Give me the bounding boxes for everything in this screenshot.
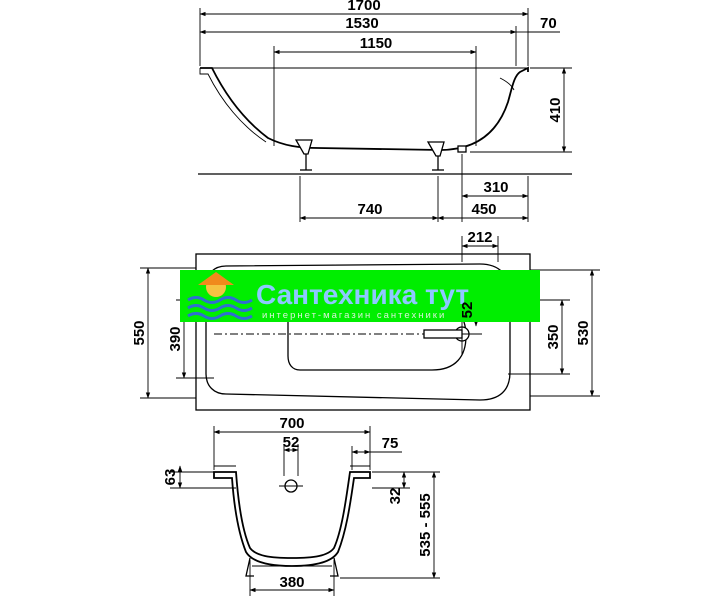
dim-310: 310 (483, 179, 508, 196)
dim-740: 740 (357, 201, 382, 218)
drain-slot (423, 329, 463, 339)
section-leg-left (245, 557, 254, 577)
watermark-subtitle: интернет-магазин сантехники (262, 310, 446, 321)
dim-390: 390 (167, 326, 184, 351)
side-view: 1700 1530 70 1150 410 310 740 450 (198, 0, 572, 222)
dim-535-555: 535 - 555 (417, 493, 434, 556)
dim-70: 70 (540, 15, 557, 32)
watermark-title: Сантехника тут (256, 279, 469, 310)
dim-1530: 1530 (345, 15, 378, 32)
watermark-banner (180, 270, 540, 322)
leg-left (294, 139, 313, 171)
top-view: Сантехника тут интернет-магазин сантехни… (131, 229, 600, 411)
leg-right (426, 141, 445, 171)
dim-63: 63 (162, 469, 179, 486)
dim-700: 700 (279, 415, 304, 432)
side-tub-profile (200, 66, 529, 151)
dim-32: 32 (387, 488, 404, 505)
dim-75: 75 (382, 435, 399, 452)
section-leg-right (330, 557, 339, 577)
tub-outer-rim (195, 253, 531, 411)
dim-450: 450 (471, 201, 496, 218)
dim-52-top: 52 (459, 302, 476, 319)
watermark: Сантехника тут интернет-магазин сантехни… (180, 270, 540, 322)
section-view: 700 52 75 63 32 535 - 555 380 (162, 415, 440, 596)
dim-550: 550 (131, 320, 148, 345)
dim-410: 410 (547, 97, 564, 122)
watermark-logo-icon (187, 272, 253, 320)
dim-530: 530 (575, 320, 592, 345)
dim-380: 380 (279, 574, 304, 591)
dim-1150: 1150 (360, 35, 393, 52)
section-tub-profile (213, 471, 371, 567)
side-rim-inner (199, 68, 267, 143)
drain-outlet (457, 145, 467, 153)
overflow-mark (499, 77, 515, 91)
dim-1700: 1700 (347, 0, 380, 14)
dim-52-section: 52 (283, 434, 300, 451)
dim-350: 350 (545, 324, 562, 349)
dim-212: 212 (467, 229, 492, 246)
